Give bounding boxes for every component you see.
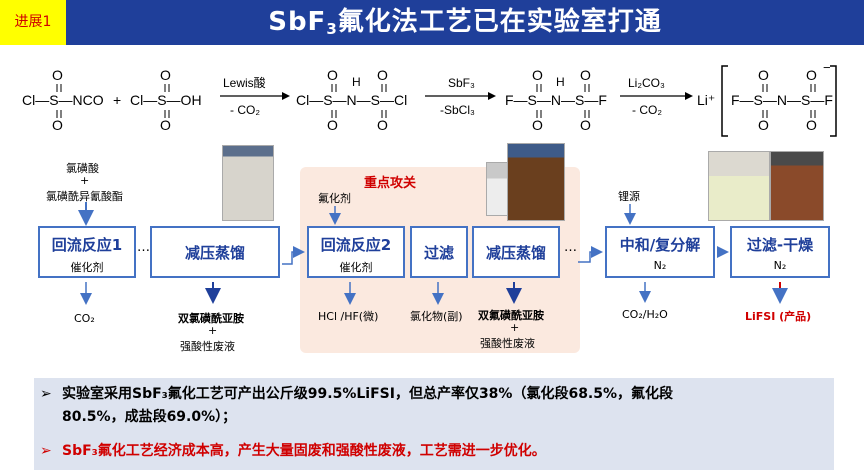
output-plus: + bbox=[208, 324, 218, 337]
svg-text:O: O bbox=[532, 67, 543, 83]
svg-text:O: O bbox=[327, 67, 338, 83]
step-title: 回流反应2 bbox=[320, 236, 392, 254]
output-lifsi-product: LiFSI (产品) bbox=[745, 310, 812, 323]
photo-product-bottle bbox=[770, 151, 824, 221]
page-title: SbF3氟化法工艺已在实验室打通 bbox=[268, 7, 662, 38]
input-chlorosulfonic-acid: 氯磺酸 bbox=[66, 162, 99, 175]
summary-point-2: SbF₃氟化工艺经济成本高，产生大量固废和强酸性废液，工艺需进一步优化。 bbox=[62, 443, 546, 459]
step-reflux-2: 回流反应2 催化剂 bbox=[307, 226, 405, 278]
svg-text:O: O bbox=[806, 67, 817, 83]
output-co2: CO₂ bbox=[74, 312, 95, 325]
svg-text:H: H bbox=[352, 75, 361, 89]
output-co2-h2o: CO₂/H₂O bbox=[622, 308, 668, 321]
input-csi: 氯磺酰异氰酸酯 bbox=[46, 190, 123, 203]
svg-text:Li⁺: Li⁺ bbox=[697, 92, 715, 108]
title-banner bbox=[66, 0, 864, 45]
svg-text:O: O bbox=[806, 117, 817, 133]
svg-text:O: O bbox=[758, 67, 769, 83]
svg-text:O: O bbox=[327, 117, 338, 133]
svg-text:Cl—S—N—S—Cl: Cl—S—N—S—Cl bbox=[296, 92, 407, 108]
photo-amber-bottle bbox=[507, 143, 565, 221]
svg-text:O: O bbox=[758, 117, 769, 133]
step-vacuum-distillation-1: 减压蒸馏 bbox=[150, 226, 280, 278]
bullet-arrow-icon: ➢ bbox=[40, 443, 52, 459]
step-reflux-1: 回流反应1 催化剂 bbox=[38, 226, 136, 278]
step-filtration: 过滤 bbox=[410, 226, 468, 278]
svg-text:O: O bbox=[160, 67, 171, 83]
summary-point-1: 实验室采用SbF₃氟化工艺可产出公斤级99.5%LiFSI，但总产率仅38%（氯… bbox=[62, 386, 674, 425]
svg-text:-SbCl₃: -SbCl₃ bbox=[440, 103, 475, 117]
step-filter-dry: 过滤-干燥 N₂ bbox=[730, 226, 830, 278]
step-sub: 催化剂 bbox=[70, 261, 104, 274]
reaction-arrow-3: Li₂CO₃ - CO₂ bbox=[620, 76, 693, 117]
step-sub: N₂ bbox=[653, 259, 667, 272]
bis-fluorosulfonyl-imide: O O O O H F—S—N—S—F bbox=[505, 67, 607, 133]
step-title: 过滤 bbox=[423, 244, 454, 262]
summary-panel bbox=[34, 378, 834, 470]
step-vacuum-distillation-2: 减压蒸馏 bbox=[472, 226, 560, 278]
input-fluorinating-agent: 氟化剂 bbox=[318, 192, 351, 205]
step-title: 减压蒸馏 bbox=[485, 244, 546, 262]
svg-text:O: O bbox=[377, 117, 388, 133]
svg-text:O: O bbox=[580, 67, 591, 83]
lifsi-structure: Li⁺ − O O O O F—S—N—S—F bbox=[697, 60, 837, 137]
svg-text:Cl—S—NCO: Cl—S—NCO bbox=[22, 92, 104, 108]
bis-chlorosulfonyl-imide: O O O O H Cl—S—N—S—Cl bbox=[296, 67, 407, 133]
svg-text:F—S—N—S—F: F—S—N—S—F bbox=[731, 92, 833, 108]
svg-text:H: H bbox=[556, 75, 565, 89]
svg-text:O: O bbox=[580, 117, 591, 133]
reaction-arrow-1: Lewis酸 - CO₂ bbox=[220, 75, 290, 117]
photo-slurry-beaker bbox=[708, 151, 770, 221]
chlorosulfonyl-isocyanate: O O Cl—S—NCO bbox=[22, 67, 104, 133]
svg-text:Li₂CO₃: Li₂CO₃ bbox=[628, 76, 665, 90]
svg-text:Lewis酸: Lewis酸 bbox=[223, 75, 266, 90]
output-bis-fluorosulfonyl-imide: 双氟磺酰亚胺 bbox=[478, 309, 544, 322]
step-title: 中和/复分解 bbox=[619, 236, 701, 254]
ellipsis: … bbox=[564, 240, 577, 255]
ellipsis: … bbox=[137, 240, 150, 255]
step-title: 回流反应1 bbox=[51, 236, 123, 254]
svg-text:O: O bbox=[52, 117, 63, 133]
output-chloride-byproduct: 氯化物(副) bbox=[410, 310, 463, 323]
reaction-scheme: O O Cl—S—NCO + O O Cl—S—OH Lewis酸 - CO₂ … bbox=[22, 60, 837, 137]
step-neutralization: 中和/复分解 N₂ bbox=[605, 226, 715, 278]
output-hcl-hf: HCl /HF(微) bbox=[318, 310, 379, 323]
photo-white-slurry-bottle bbox=[222, 145, 274, 221]
svg-text:O: O bbox=[52, 67, 63, 83]
plus-sign: + bbox=[113, 92, 121, 108]
svg-text:−: − bbox=[823, 60, 831, 75]
svg-text:- CO₂: - CO₂ bbox=[230, 103, 260, 117]
output-plus: + bbox=[510, 321, 520, 334]
step-title: 减压蒸馏 bbox=[184, 244, 245, 262]
focus-title: 重点攻关 bbox=[363, 176, 416, 191]
input-lithium-source: 锂源 bbox=[618, 190, 640, 203]
output-acid-waste-1: 强酸性废液 bbox=[180, 340, 235, 353]
output-bis-chlorosulfonyl-imide: 双氯磺酰亚胺 bbox=[178, 312, 244, 325]
svg-text:O: O bbox=[377, 67, 388, 83]
progress-tag: 进展1 bbox=[0, 0, 66, 45]
svg-text:SbF₃: SbF₃ bbox=[448, 76, 475, 90]
output-acid-waste-2: 强酸性废液 bbox=[480, 337, 535, 350]
chlorosulfonic-acid: O O Cl—S—OH bbox=[130, 67, 202, 133]
reaction-arrow-2: SbF₃ -SbCl₃ bbox=[425, 76, 496, 117]
svg-text:O: O bbox=[532, 117, 543, 133]
bullet-arrow-icon: ➢ bbox=[40, 386, 52, 402]
input-plus: + bbox=[80, 174, 90, 187]
step-title: 过滤-干燥 bbox=[746, 236, 814, 254]
svg-text:- CO₂: - CO₂ bbox=[632, 103, 662, 117]
svg-text:Cl—S—OH: Cl—S—OH bbox=[130, 92, 202, 108]
step-sub: 催化剂 bbox=[339, 261, 373, 274]
svg-text:O: O bbox=[160, 117, 171, 133]
svg-text:F—S—N—S—F: F—S—N—S—F bbox=[505, 92, 607, 108]
step-sub: N₂ bbox=[773, 259, 787, 272]
